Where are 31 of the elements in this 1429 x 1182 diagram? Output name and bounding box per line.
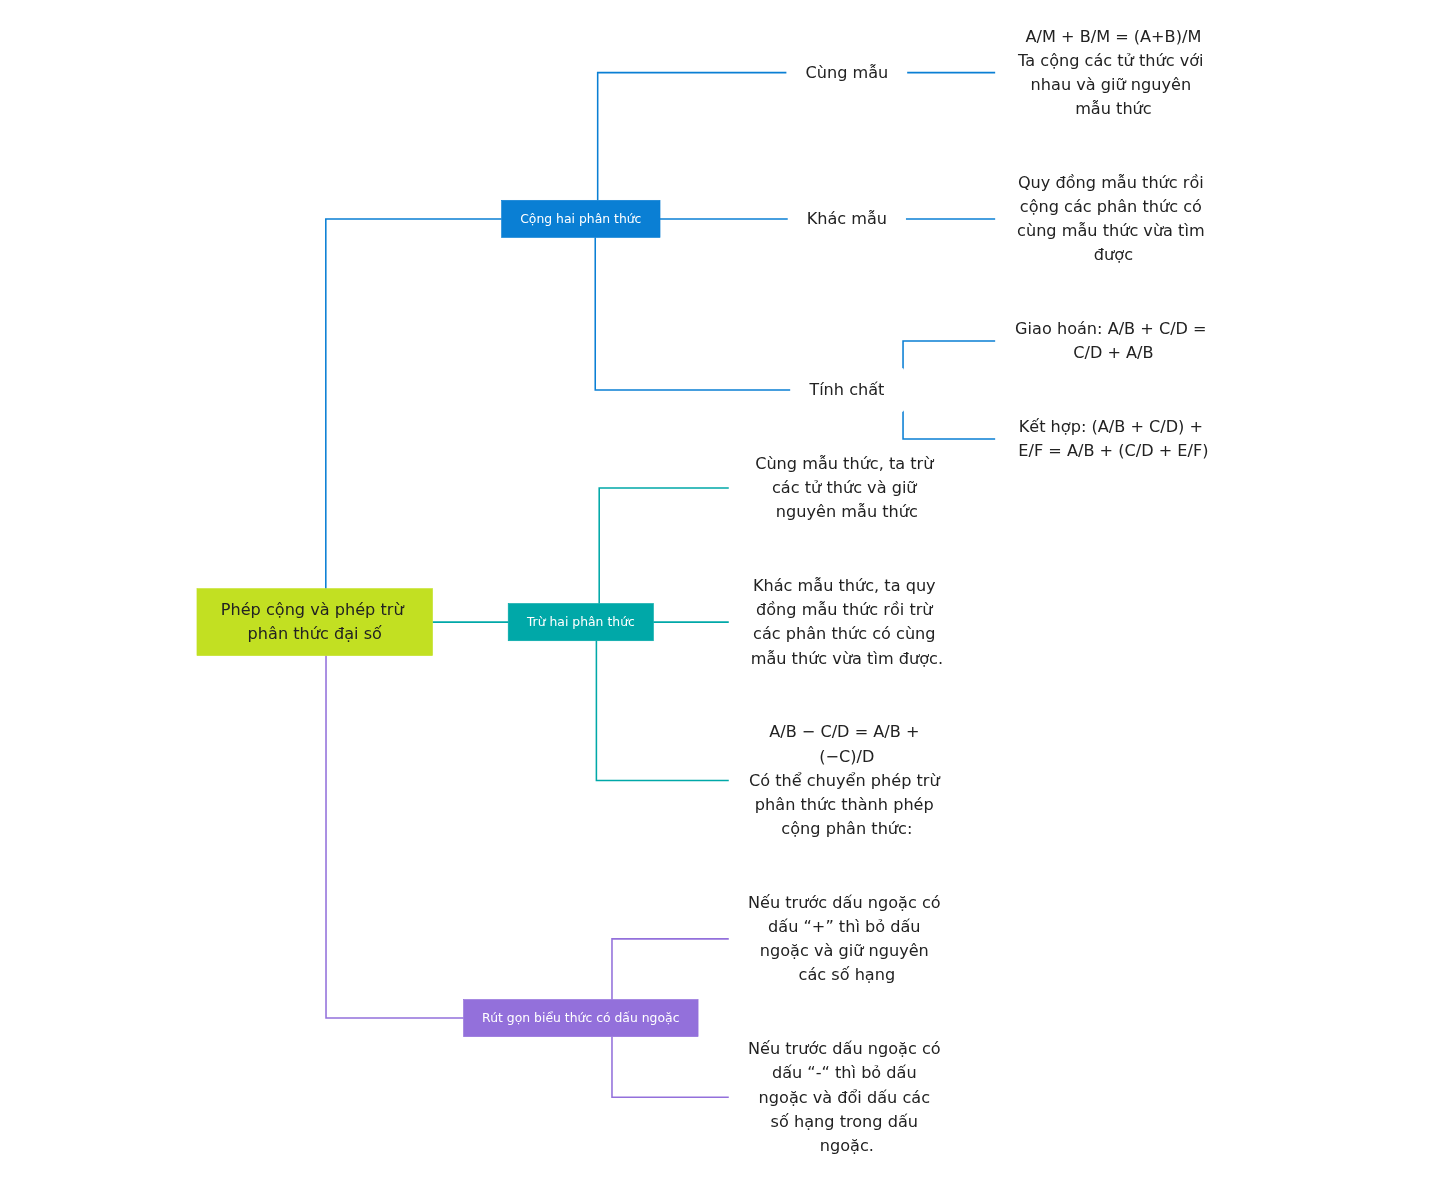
connector	[611, 1035, 731, 1099]
node-text: Khác mẫu thức, ta quy đồng mẫu thức rồi trừ các phân thức có cùng mẫu thức vừa tìm được.	[751, 576, 944, 668]
connector	[659, 218, 790, 220]
connector	[325, 654, 465, 1019]
node-box: Trừ hai phân thức	[508, 603, 655, 642]
node-text: Quy đồng mẫu thức rồi cộng các phân thức có cùng mẫu thức vừa tìm được	[1017, 173, 1206, 265]
node-text: Cùng mẫu thức, ta trừ các tử thức và giữ nguyên mẫu thức	[755, 454, 934, 522]
connector	[653, 621, 731, 623]
node-text: Nếu trước dấu ngoặc có dấu “-“ thì bỏ dấu ngoặc và đổi dấu các số hạng trong dấu ngoặc.	[748, 1039, 942, 1155]
connector	[596, 639, 731, 782]
node-box: Phép cộng và phép trừ phân thức đại số	[197, 588, 434, 656]
node-text: Khác mẫu	[807, 209, 888, 228]
node-text: Cùng mẫu	[805, 63, 889, 82]
connector	[594, 236, 792, 391]
node-text: Nếu trước dấu ngoặc có dấu “+” thì bỏ dấu ngoặc và giữ nguyên các số hạng	[748, 893, 942, 985]
connector	[902, 340, 997, 371]
node-text: Giao hoán: A/B + C/D = C/D + A/B	[1015, 319, 1208, 363]
connector	[906, 71, 997, 74]
node-text: A/M + B/M = (A+B)/M Ta cộng các tử thức với nhau và giữ nguyên mẫu thức	[1018, 26, 1204, 118]
connector	[597, 71, 789, 202]
connector	[905, 218, 997, 220]
connector	[611, 938, 731, 1001]
node-box: Rút gọn biểu thức có dấu ngoặc	[463, 999, 699, 1037]
node-text: Tính chất	[809, 380, 885, 399]
node-text: A/B − C/D = A/B + (−C)/D Có thể chuyển phép trừ phân thức thành phép cộng phân thức:	[749, 722, 941, 838]
node-text: Kết hợp: (A/B + C/D) + E/F = A/B + (C/D + E/F)	[1018, 417, 1209, 461]
connector	[598, 487, 731, 605]
node-box: Cộng hai phân thức	[501, 200, 661, 238]
connector	[325, 218, 503, 590]
connector	[432, 621, 510, 623]
connector	[902, 409, 997, 440]
